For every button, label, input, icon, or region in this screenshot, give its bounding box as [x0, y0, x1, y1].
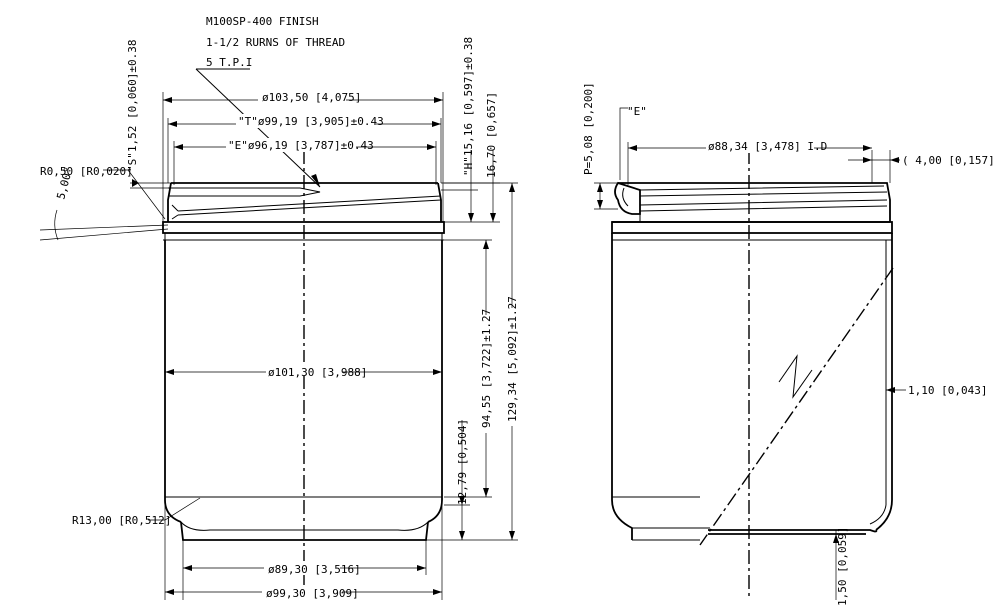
dim-outer-top-diameter: ø103,50 [4,075]	[262, 91, 361, 104]
front-view: ø103,50 [4,075] "T"ø99,19 [3,905]±0.43 "…	[39, 37, 520, 600]
dim-body-diameter: ø101,30 [3,988]	[268, 366, 367, 379]
dim-s-thread: "S"1,52 [0,060]±0.38	[126, 40, 139, 172]
tpi-note: 5 T.P.I	[206, 56, 252, 69]
radius-base-note: R13,00 [R0,512]	[72, 514, 171, 527]
e-label: "E"	[627, 105, 647, 118]
dim-base-inner-diameter: ø89,30 [3,516]	[268, 563, 361, 576]
dim-base-thickness: 1,50 [0,059]	[836, 527, 849, 606]
dim-e-diameter: "E"ø96,19 [3,787]±0.43	[228, 139, 374, 152]
dim-h2-height: 16,70 [0,657]	[485, 92, 498, 178]
dim-h-height: "H"15,16 [0,597]±0.38	[462, 37, 475, 176]
dim-wall-thickness: 1,10 [0,043]	[908, 384, 987, 397]
dim-total-height: 129,34 [5,092]±1.27	[506, 296, 519, 422]
dim-p: P=5,08 [0,200]	[582, 82, 595, 175]
radius-top-note: R0,50 [R0,020]	[40, 165, 133, 178]
finish-notes: M100SP-400 FINISH 1-1/2 RURNS OF THREAD …	[195, 15, 345, 188]
section-view: "E" P=5,08 [0,200] ø88,34 [3,478] I.D ( …	[582, 82, 1000, 606]
dim-wall-top: ( 4,00 [0,157] )	[902, 154, 1000, 167]
dim-t-diameter: "T"ø99,19 [3,905]±0.43	[238, 115, 384, 128]
finish-note: M100SP-400 FINISH	[206, 15, 319, 28]
dim-base-height: 12,79 [0,504]	[456, 419, 469, 505]
thread-turns-note: 1-1/2 RURNS OF THREAD	[206, 36, 345, 49]
dim-body-height: 94,55 [3,722]±1.27	[480, 309, 493, 428]
dim-base-outer-diameter: ø99,30 [3,909]	[266, 587, 359, 600]
neck-bead	[162, 221, 445, 234]
dim-inner-diameter: ø88,34 [3,478] I.D	[708, 140, 827, 153]
